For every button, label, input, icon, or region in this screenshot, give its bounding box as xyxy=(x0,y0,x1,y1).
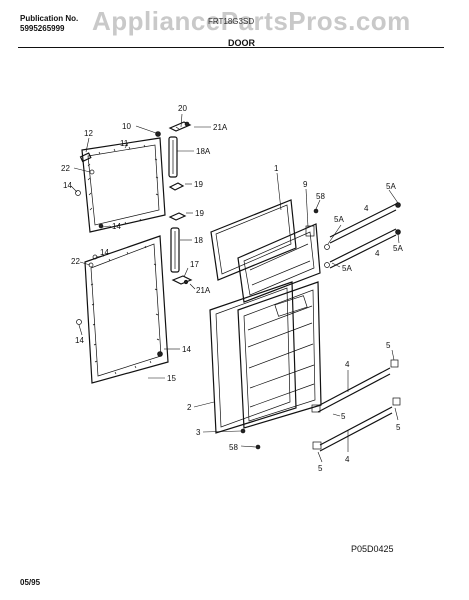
callout-9: 9 xyxy=(303,180,308,189)
callout-18A: 18A xyxy=(196,147,211,156)
callout-14-d: 14 xyxy=(75,336,84,345)
screw-14-b xyxy=(98,223,104,229)
callout-3: 3 xyxy=(196,428,201,437)
fresh-food-door-gasket xyxy=(84,235,169,384)
callout-22-bottom: 22 xyxy=(71,257,80,266)
callout-5-b: 5 xyxy=(341,412,346,421)
shelf-rails-upper xyxy=(324,202,401,269)
callout-5-a: 5 xyxy=(386,341,391,350)
hinge-cover-18 xyxy=(170,227,180,273)
callout-5A-c: 5A xyxy=(393,244,403,253)
date-code: 05/95 xyxy=(20,578,41,587)
screw-14-e xyxy=(157,351,163,357)
callout-58-bottom: 58 xyxy=(229,443,238,452)
callout-10: 10 xyxy=(122,122,131,131)
callout-19-a: 19 xyxy=(194,180,203,189)
top-hinge xyxy=(168,121,192,132)
leader-lines xyxy=(70,113,400,463)
model-number: FRT18G3SD xyxy=(208,17,255,26)
callout-14-c: 14 xyxy=(100,248,109,257)
screw-22-top xyxy=(89,169,95,175)
callout-21A-bottom: 21A xyxy=(196,286,211,295)
callout-labels: 20 21A 12 10 11 18A 22 14 19 14 19 1 9 5… xyxy=(61,104,403,473)
callout-2: 2 xyxy=(187,403,192,412)
freezer-door-panel xyxy=(210,199,297,281)
washer-14-d xyxy=(76,319,82,325)
washer-14-top xyxy=(75,190,81,196)
section-title: DOOR xyxy=(228,38,255,48)
callout-5A-b: 5A xyxy=(334,215,344,224)
callout-15: 15 xyxy=(167,374,176,383)
freezer-door-gasket xyxy=(81,137,166,233)
diagram-code: P05D0425 xyxy=(351,544,394,554)
callout-4-a: 4 xyxy=(364,204,369,213)
screw-10 xyxy=(155,131,161,137)
header-rule xyxy=(18,47,444,48)
callout-20: 20 xyxy=(178,104,187,113)
callout-11: 11 xyxy=(120,139,129,148)
callout-22-top: 22 xyxy=(61,164,70,173)
callout-4-b: 4 xyxy=(375,249,380,258)
hinge-cover-18A xyxy=(168,136,178,178)
callout-12: 12 xyxy=(84,129,93,138)
callout-5A-d: 5A xyxy=(342,264,352,273)
callout-14-a: 14 xyxy=(63,181,72,190)
callout-21A-top: 21A xyxy=(213,123,228,132)
publication-label: Publication No. xyxy=(20,14,79,23)
freezer-door-liner xyxy=(237,223,321,303)
hinge-pin-19-a xyxy=(168,182,185,191)
callout-17: 17 xyxy=(190,260,199,269)
door-plug xyxy=(79,152,92,163)
fresh-food-door-panel xyxy=(209,281,297,434)
watermark: AppliancePartsPros.com xyxy=(92,6,411,36)
callout-58-top: 58 xyxy=(316,192,325,201)
callout-4-d: 4 xyxy=(345,455,350,464)
callout-4-c: 4 xyxy=(345,360,350,369)
publication-number: 5995265999 xyxy=(20,24,65,33)
callout-5A-a: 5A xyxy=(386,182,396,191)
callout-5-d: 5 xyxy=(318,464,323,473)
fresh-food-door-liner xyxy=(237,281,322,429)
screw-3 xyxy=(240,428,246,434)
screw-58-top xyxy=(313,208,319,214)
shelf-rails-lower xyxy=(311,359,401,452)
callout-14-e: 14 xyxy=(182,345,191,354)
callout-19-b: 19 xyxy=(195,209,204,218)
hinge-pin-19-b xyxy=(168,212,187,221)
callout-1: 1 xyxy=(274,164,279,173)
callout-5-c: 5 xyxy=(396,423,401,432)
hinge-17 xyxy=(171,275,193,285)
screw-58-bottom xyxy=(255,444,261,450)
callout-18: 18 xyxy=(194,236,203,245)
callout-14-b: 14 xyxy=(112,222,121,231)
